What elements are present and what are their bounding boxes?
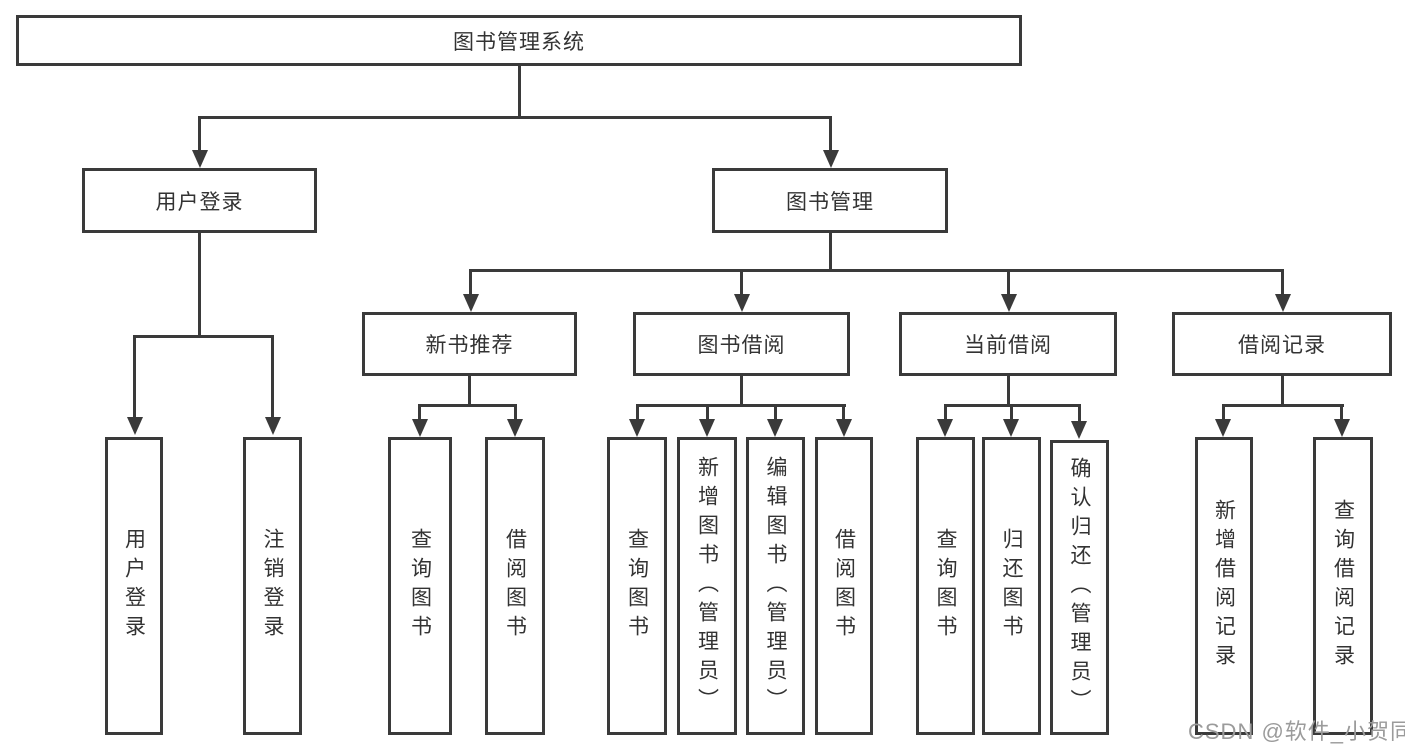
node-label: 借阅图书 <box>832 528 856 644</box>
arrowhead-down-icon <box>629 419 645 437</box>
arrowhead-down-icon <box>767 419 783 437</box>
arrowhead-down-icon <box>265 417 281 435</box>
arrowhead-down-icon <box>192 150 208 168</box>
node-library-management-system: 图书管理系统 <box>16 15 1022 66</box>
node-label: 当前借阅 <box>964 334 1052 357</box>
leaf-logout: 注销登录 <box>243 437 302 735</box>
connector-to-leaf <box>1222 404 1225 421</box>
connector-to-leaf <box>1340 404 1343 421</box>
node-label: 查询图书 <box>934 528 957 644</box>
connector-l3-branch <box>419 404 517 407</box>
connector-l3-branch <box>1222 404 1344 407</box>
node-user-login: 用户登录 <box>82 168 317 233</box>
arrowhead-down-icon <box>937 419 953 437</box>
arrowhead-down-icon <box>734 294 750 312</box>
node-label: 归还图书 <box>1000 528 1023 644</box>
arrowhead-down-icon <box>836 419 852 437</box>
connector-to-leaf <box>636 404 639 421</box>
leaf-user-login: 用户登录 <box>105 437 163 735</box>
connector-to-leaf <box>1078 404 1081 423</box>
arrowhead-down-icon <box>463 294 479 312</box>
arrowhead-down-icon <box>1001 294 1017 312</box>
leaf-add-borrow-record: 新增借阅记录 <box>1195 437 1253 735</box>
node-borrowing-records: 借阅记录 <box>1172 312 1392 376</box>
connector-root-branch <box>198 116 832 119</box>
node-label: 编辑图书（管理员） <box>764 455 787 717</box>
leaf-return-book: 归还图书 <box>982 437 1041 735</box>
node-label: 图书借阅 <box>697 334 786 357</box>
arrowhead-down-icon <box>823 150 839 168</box>
connector-user-login-stem <box>198 231 201 337</box>
connector-to-leaf <box>774 404 777 421</box>
node-label: 用户登录 <box>122 528 146 644</box>
node-label: 新增图书（管理员） <box>695 455 719 717</box>
connector-l3-stem <box>1281 374 1284 407</box>
node-label: 新增借阅记录 <box>1212 499 1236 673</box>
node-label: 用户登录 <box>155 190 244 214</box>
connector-user-login-branch <box>133 335 273 338</box>
connector-l3-branch <box>636 404 846 407</box>
leaf-add-book-admin: 新增图书（管理员） <box>677 437 737 735</box>
node-label: 图书管理 <box>786 190 874 214</box>
connector-book-management-stem <box>829 231 832 272</box>
csdn-watermark: CSDN @软件_小贺同学 <box>1188 719 1405 744</box>
connector-to-leaf <box>133 335 136 419</box>
node-label: 新书推荐 <box>425 334 514 357</box>
node-label: 借阅记录 <box>1238 334 1326 357</box>
leaf-confirm-return-admin: 确认归还（管理员） <box>1050 440 1109 735</box>
connector-root-stem <box>518 64 521 118</box>
node-new-book-recommendation: 新书推荐 <box>362 312 577 376</box>
arrowhead-down-icon <box>507 419 523 437</box>
connector-to-book-management <box>829 116 832 152</box>
node-label: 查询借阅记录 <box>1331 499 1355 673</box>
connector-to-leaf <box>418 404 421 421</box>
leaf-borrow-book: 借阅图书 <box>815 437 873 735</box>
connector-to-leaf <box>842 404 845 421</box>
connector-to-leaf <box>514 404 517 421</box>
connector-l3-stem <box>1007 374 1010 407</box>
connector-l3-stem <box>740 374 743 407</box>
node-label: 确认归还（管理员） <box>1068 457 1091 718</box>
node-label: 查询图书 <box>625 528 649 644</box>
connector-to-user-login <box>198 116 201 152</box>
arrowhead-down-icon <box>1071 421 1087 439</box>
leaf-query-book-current: 查询图书 <box>916 437 975 735</box>
connector-to-leaf <box>706 404 709 421</box>
arrowhead-down-icon <box>1215 419 1231 437</box>
node-current-borrowing: 当前借阅 <box>899 312 1117 376</box>
leaf-edit-book-admin: 编辑图书（管理员） <box>746 437 805 735</box>
connector-to-l3 <box>469 269 472 296</box>
node-book-borrowing: 图书借阅 <box>633 312 850 376</box>
arrowhead-down-icon <box>412 419 428 437</box>
leaf-query-book-recommend: 查询图书 <box>388 437 452 735</box>
connector-to-leaf <box>944 404 947 421</box>
connector-to-leaf <box>271 335 274 419</box>
connector-to-l3 <box>740 269 743 296</box>
connector-book-management-branch <box>469 269 1284 272</box>
connector-to-l3 <box>1007 269 1010 296</box>
leaf-borrow-book-recommend: 借阅图书 <box>485 437 545 735</box>
arrowhead-down-icon <box>699 419 715 437</box>
connector-to-l3 <box>1281 269 1284 296</box>
node-label: 借阅图书 <box>503 528 527 644</box>
arrowhead-down-icon <box>127 417 143 435</box>
node-label: 注销登录 <box>261 528 284 644</box>
connector-l3-stem <box>468 374 471 407</box>
node-label: 图书管理系统 <box>453 30 585 54</box>
arrowhead-down-icon <box>1334 419 1350 437</box>
arrowhead-down-icon <box>1275 294 1291 312</box>
connector-to-leaf <box>1010 404 1013 421</box>
node-label: 查询图书 <box>408 528 432 644</box>
node-book-management: 图书管理 <box>712 168 948 233</box>
arrowhead-down-icon <box>1003 419 1019 437</box>
leaf-query-borrow-record: 查询借阅记录 <box>1313 437 1373 735</box>
leaf-query-book-borrowing: 查询图书 <box>607 437 667 735</box>
